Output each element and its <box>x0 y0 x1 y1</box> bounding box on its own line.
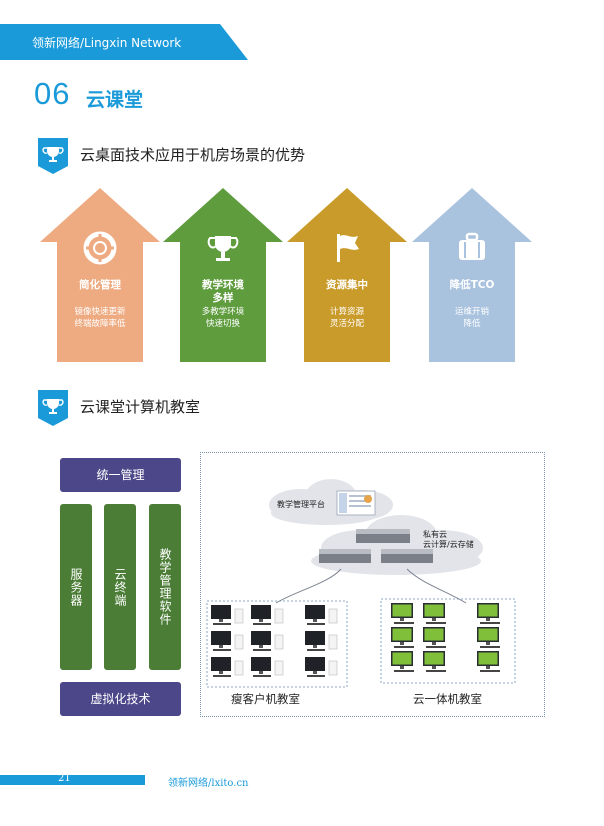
advantage-desc-line: 终端故障率低 <box>74 319 126 329</box>
thin-client-monitor <box>211 631 231 645</box>
advantage-desc-line: 灵活分配 <box>329 319 364 329</box>
advantage-desc-line: 运维开销 <box>454 307 489 317</box>
thin-client-monitor <box>211 657 231 671</box>
advantage-desc-line: 计算资源 <box>329 307 364 317</box>
platform-label: 教学管理平台 <box>277 500 325 509</box>
footer-bar <box>0 775 145 785</box>
arch-column-server: 服务器 <box>60 504 92 670</box>
thin-client-monitor <box>305 605 325 619</box>
advantage-desc-line: 镜像快速更新 <box>74 307 126 317</box>
trophy-icon <box>203 228 243 268</box>
trophy-icon <box>38 390 68 426</box>
advantage-desc-line: 多教学环境 <box>201 307 245 317</box>
advantage-title: 多样 <box>212 292 234 304</box>
thin-client-box <box>328 634 338 650</box>
thin-client-monitor <box>251 631 271 645</box>
section-number: 06 <box>34 76 71 111</box>
thin-client-box <box>234 634 244 650</box>
thin-client-box <box>328 608 338 624</box>
thin-client-monitor <box>211 605 231 619</box>
all-in-one-room-box <box>380 598 516 684</box>
thin-client-box <box>274 660 284 676</box>
trophy-icon <box>38 138 68 174</box>
thin-client-box <box>328 660 338 676</box>
classroom-diagram: 教学管理平台 私有云 云计算/云存储 瘦客户机教室 云一体机教室 <box>200 452 545 717</box>
room-label-all-in-one: 云一体机教室 <box>413 692 482 706</box>
thin-client-grid <box>201 453 546 722</box>
advantage-title: 资源集中 <box>326 279 368 291</box>
thin-client-monitor <box>305 657 325 671</box>
header-band <box>0 24 248 60</box>
advantage-teaching-env: 教学环境 多样 多教学环境 快速切换 <box>163 188 283 362</box>
advantage-desc-line: 快速切换 <box>205 319 240 329</box>
briefcase-icon <box>452 228 492 268</box>
flag-icon <box>327 228 367 268</box>
advantage-resources: 资源集中 计算资源 灵活分配 <box>287 188 407 362</box>
advantage-title: 简化管理 <box>79 279 121 291</box>
thin-client-box <box>234 660 244 676</box>
room-label-thin-client: 瘦客户机教室 <box>231 692 300 706</box>
section-title: 云课堂 <box>86 89 144 111</box>
header-title: 领新网络/Lingxin Network <box>32 36 182 50</box>
advantage-title: 教学环境 <box>202 279 244 291</box>
thin-client-monitor <box>251 605 271 619</box>
advantage-desc-line: 降低 <box>463 319 481 329</box>
thin-client-box <box>274 634 284 650</box>
arch-column-teaching-software: 教学管理软件 <box>149 504 181 670</box>
subsection-title-classroom: 云课堂计算机教室 <box>80 398 201 416</box>
cloud-label-private: 私有云 <box>423 530 447 539</box>
thin-client-room-box <box>206 600 348 688</box>
thin-client-box <box>234 608 244 624</box>
thin-client-monitor <box>251 657 271 671</box>
arch-bottom-virtualization: 虚拟化技术 <box>60 682 181 716</box>
page-number: 21 <box>58 773 71 784</box>
server-stack <box>319 529 433 563</box>
thin-client-monitor <box>305 631 325 645</box>
advantage-title: 降低TCO <box>449 279 495 291</box>
cloud-label-compute-storage: 云计算/云存储 <box>423 540 474 549</box>
lifebuoy-icon <box>80 228 120 268</box>
subsection-title-advantages: 云桌面技术应用于机房场景的优势 <box>80 146 306 164</box>
arch-column-cloud-terminal: 云终端 <box>104 504 136 670</box>
thin-client-box <box>274 608 284 624</box>
diagram-graphics <box>206 479 516 688</box>
footer-text: 领新网络/lxito.cn <box>168 778 249 789</box>
arch-top-unified-management: 统一管理 <box>60 458 181 492</box>
advantage-tco: 降低TCO 运维开销 降低 <box>412 188 532 362</box>
advantage-simplify: 简化管理 镜像快速更新 终端故障率低 <box>40 188 160 362</box>
